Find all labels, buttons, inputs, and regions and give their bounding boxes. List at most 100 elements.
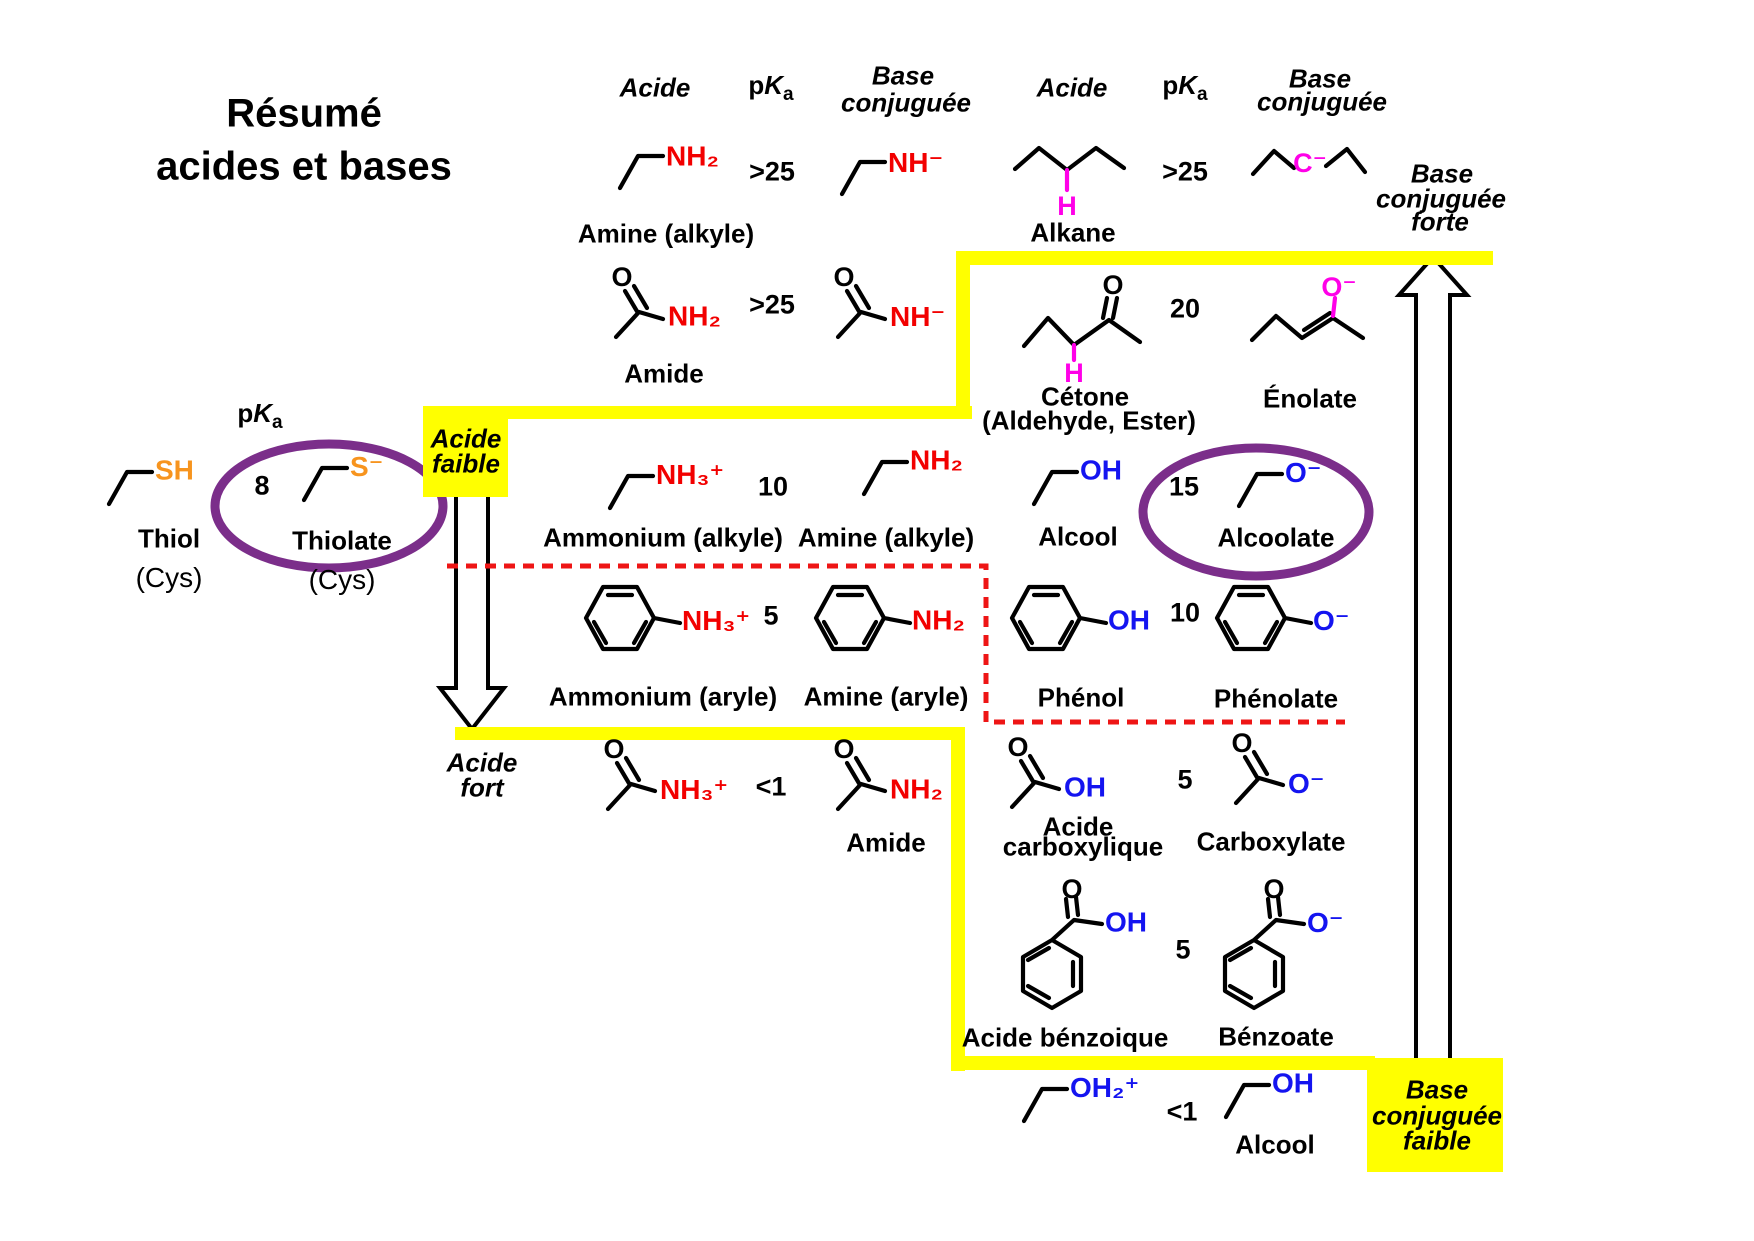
base-column-header: Base <box>1288 63 1352 94</box>
protonated-alcohol-formula: OH₂⁺ <box>1070 1072 1140 1104</box>
benzoate-formula: O⁻ <box>1307 907 1344 939</box>
amide-protonated-acid-structure: O <box>603 734 660 814</box>
alcohol-name: Alcool <box>1038 521 1118 552</box>
pka-column-header: pKa <box>1162 70 1208 105</box>
amine-aryle-name: Amine (aryle) <box>803 681 969 712</box>
alcohol-base-formula: OH <box>1272 1067 1314 1099</box>
phenolate-formula: O⁻ <box>1313 605 1350 637</box>
protonated-alcohol-structure <box>1020 1081 1070 1125</box>
oxygen-label: O <box>1061 874 1082 904</box>
pka-divider-dashed-line <box>447 563 1345 725</box>
thiol-pka-value: 8 <box>254 470 270 501</box>
oxygen-label: O <box>603 734 624 764</box>
alcohol-base-name: Alcool <box>1235 1129 1315 1160</box>
weak-acid-box <box>423 406 508 497</box>
carbanion-label: C⁻ <box>1293 148 1327 178</box>
weak-base-label: faible <box>1403 1125 1471 1156</box>
ammonium-aryle-acid-structure <box>584 581 684 655</box>
oxygen-label: O <box>1102 270 1123 300</box>
carboxylic-acid-formula: OH <box>1064 771 1106 803</box>
amide-base-formula: NH⁻ <box>890 301 946 333</box>
ammonium-aryle-name: Ammonium (aryle) <box>548 681 778 712</box>
carboxylic-acid-name: carboxylique <box>1002 831 1164 862</box>
phenol-formula: OH <box>1108 604 1150 636</box>
oxygen-label: O <box>1007 732 1028 762</box>
amide-acid-formula: NH₂ <box>668 300 721 332</box>
oxygen-label: O <box>1263 874 1284 904</box>
pka-value: 20 <box>1169 293 1201 324</box>
benzoic-acid-name: Acide bénzoique <box>961 1022 1169 1053</box>
amine-alkyle-acid-formula: NH₂ <box>666 140 719 172</box>
thiolate-formula: S⁻ <box>350 451 384 483</box>
pka-value: 10 <box>1169 597 1201 628</box>
enolate-oxygen-label: O⁻ <box>1321 272 1356 302</box>
pka-value: 5 <box>1177 764 1193 795</box>
benzoic-acid-formula: OH <box>1105 906 1147 938</box>
amine-aryle-base-formula: NH₂ <box>912 604 965 636</box>
ketone-subname: (Aldehyde, Ester) <box>982 405 1196 436</box>
weak-acid-label: Acide <box>430 423 502 454</box>
thiol-formula: SH <box>155 454 194 486</box>
carboxylate-name: Carboxylate <box>1196 826 1346 857</box>
amide-acid-structure: O <box>611 262 668 342</box>
alcoolate-name: Alcoolate <box>1217 522 1335 553</box>
base-column-header: conjuguée <box>840 87 972 118</box>
amine-alkyle-base2-structure <box>860 454 910 498</box>
phenol-structure <box>1010 581 1110 655</box>
thiol-structure <box>105 464 155 508</box>
thiol-subname: (Cys) <box>135 562 203 593</box>
thiolate-subname: (Cys) <box>308 564 376 595</box>
pka-label: pKa <box>237 398 283 433</box>
thiolate-structure <box>300 460 350 504</box>
pka-value: >25 <box>749 156 795 187</box>
yellow-line-vertical-1 <box>956 251 970 419</box>
acid-column-header: Acide <box>1036 72 1108 103</box>
yellow-line-vertical-2 <box>951 727 965 1071</box>
amide-name: Amide <box>624 358 704 389</box>
amide-protonated-acid-formula: NH₃⁺ <box>660 774 729 806</box>
weak-base-label: conjuguée <box>1371 1100 1503 1131</box>
amine-alkyle-name: Amine (alkyle) <box>577 218 755 249</box>
alkane-name: Alkane <box>1030 217 1116 248</box>
pka-value: 15 <box>1168 471 1200 502</box>
thiolate-highlight-ellipse <box>210 439 448 573</box>
phenolate-structure <box>1215 581 1315 655</box>
pka-value: 5 <box>1175 934 1191 965</box>
oxygen-label: O <box>611 262 632 292</box>
yellow-line-top <box>956 251 1493 265</box>
carboxylate-structure: O <box>1231 728 1288 808</box>
ammonium-alkyle-name: Ammonium (alkyle) <box>543 522 783 553</box>
page-title: acides et bases <box>156 144 452 189</box>
weak-base-label: Base <box>1405 1074 1469 1105</box>
ketone-structure: OH <box>1016 270 1146 388</box>
pka-column-header: pKa <box>748 70 794 105</box>
pka-value: >25 <box>1162 156 1208 187</box>
alcohol-formula: OH <box>1080 454 1122 486</box>
ammonium-aryle-acid-formula: NH₃⁺ <box>682 605 751 637</box>
yellow-line-bottom <box>951 1056 1375 1070</box>
strong-base-label: conjuguée <box>1375 183 1507 214</box>
amine-alkyle-base-formula: NH⁻ <box>888 147 944 179</box>
yellow-line-strong-acid <box>455 727 962 740</box>
acidic-hydrogen-label: H <box>1064 358 1084 388</box>
carbanion-structure: C⁻ <box>1250 142 1368 178</box>
enolate-structure: O⁻ <box>1246 272 1368 350</box>
base-column-header: Base <box>871 60 935 91</box>
pka-value: 10 <box>757 471 789 502</box>
ammonium-alkyle-acid-formula: NH₃⁺ <box>656 459 725 491</box>
ammonium-alkyle-acid-structure <box>606 468 656 512</box>
amine-alkyle-base2-formula: NH₂ <box>910 444 963 476</box>
amide-base2-formula: NH₂ <box>890 773 943 805</box>
carboxylate-formula: O⁻ <box>1288 768 1325 800</box>
phenolate-name: Phénolate <box>1213 683 1339 714</box>
amine-aryle-base-structure <box>814 581 914 655</box>
alcoolate-formula: O⁻ <box>1285 457 1322 489</box>
amine-alkyle-acid-structure <box>616 148 666 192</box>
amide-base-structure: O <box>833 262 890 342</box>
weak-acid-label: faible <box>432 448 500 479</box>
strong-acid-label: Acide <box>446 747 518 778</box>
base-column-header: conjuguée <box>1256 86 1388 117</box>
pka-value: <1 <box>1166 1096 1198 1127</box>
benzoate-structure: O <box>1210 874 1310 1014</box>
